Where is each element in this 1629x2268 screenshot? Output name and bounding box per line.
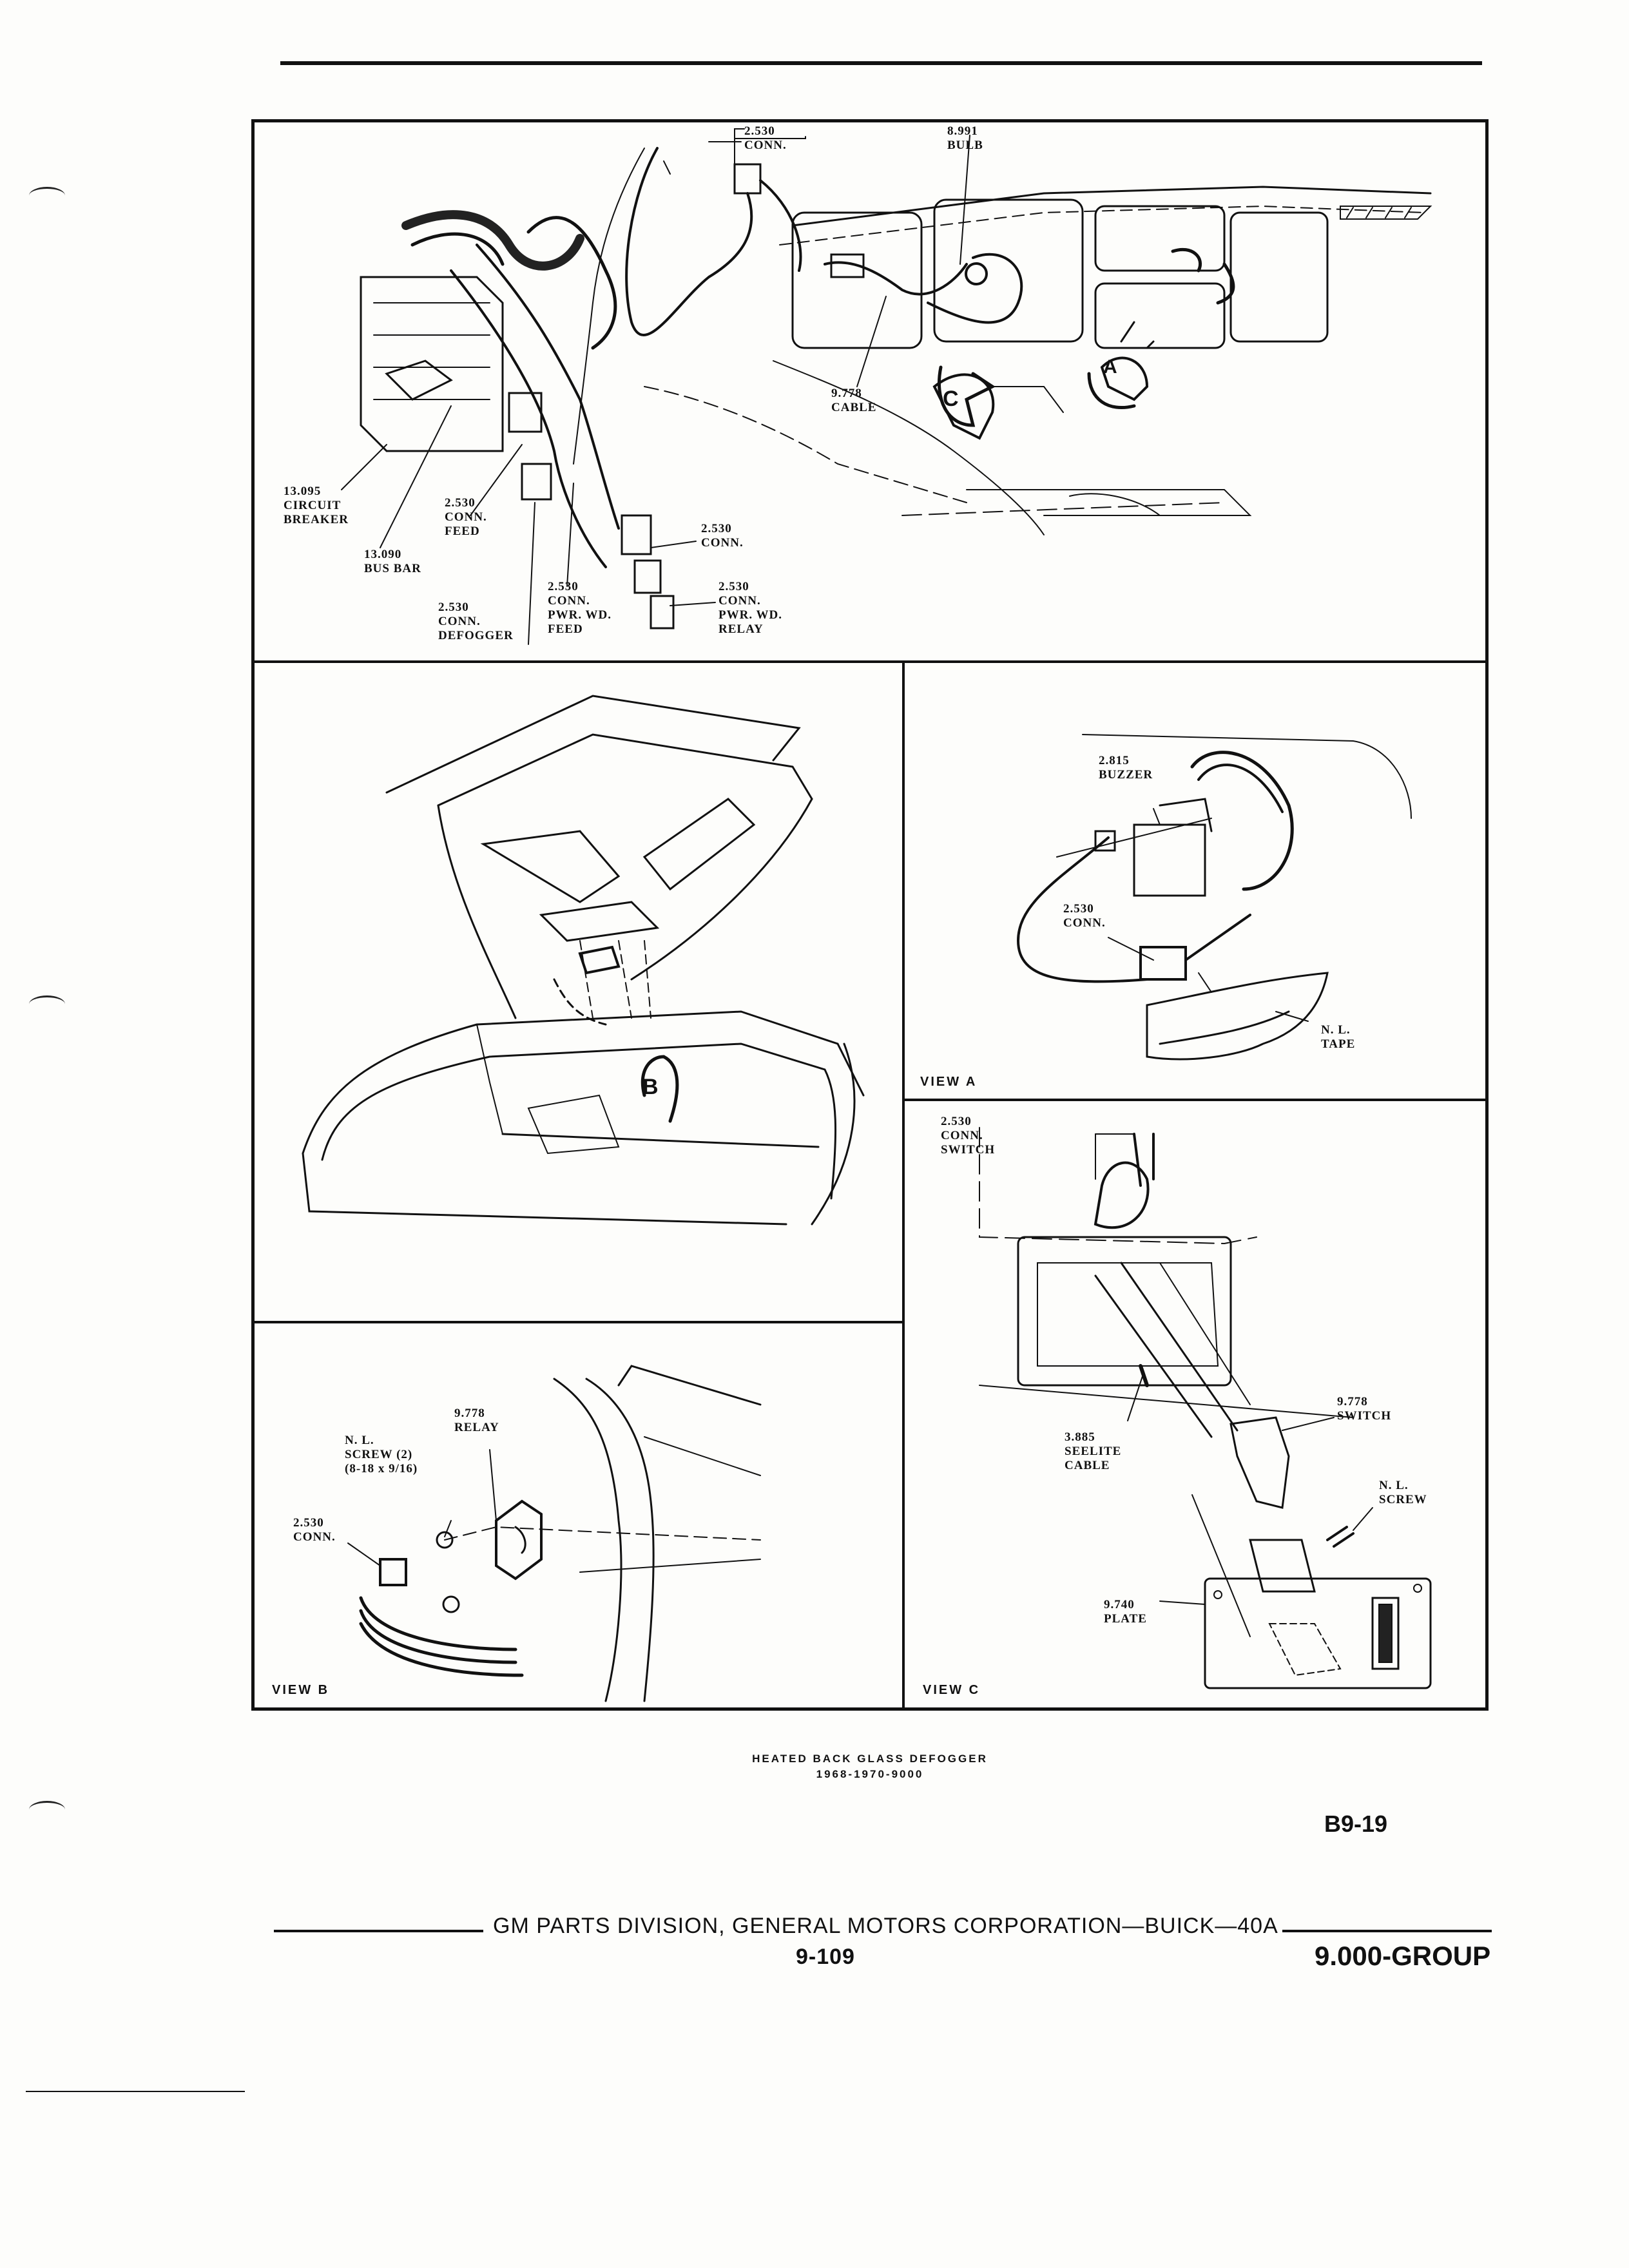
callout-c: C (943, 387, 959, 411)
label-conn-pwr-relay: 2.530 CONN. PWR. WD. RELAY (718, 580, 782, 636)
top-rule (280, 61, 1482, 65)
binder-hole-mark (29, 187, 65, 204)
callout-b: B (642, 1075, 659, 1099)
diagram-frame (251, 119, 1489, 1711)
label-seelite-cable: 3.885 SEELITE CABLE (1065, 1430, 1122, 1472)
panel-divider-h3 (251, 1321, 903, 1323)
label-cable: 9.778 CABLE (831, 387, 877, 414)
label-conn-top: 2.530 CONN. (744, 124, 787, 152)
top-panel-art (341, 128, 1432, 645)
footer-rule-left (274, 1930, 483, 1932)
callout-arrows-top (937, 365, 1136, 427)
panel-divider-h1 (251, 660, 1489, 663)
binder-hole-mark (29, 1801, 65, 1818)
label-view-b-conn: 2.530 CONN. (293, 1516, 336, 1544)
label-conn-defogger: 2.530 CONN. DEFOGGER (438, 601, 514, 642)
label-conn-right: 2.530 CONN. (701, 522, 744, 550)
panel-divider-h2 (902, 1099, 1489, 1101)
trunk-panel-art (302, 695, 865, 1225)
footer-rule-right (1282, 1930, 1492, 1932)
label-tape: N. L. TAPE (1321, 1023, 1356, 1051)
caption-years: 1968-1970-9000 (816, 1768, 924, 1780)
label-view-a-conn: 2.530 CONN. (1063, 902, 1106, 930)
label-conn-feed: 2.530 CONN. FEED (445, 496, 487, 538)
view-a-title: VIEW A (920, 1075, 978, 1089)
panel-divider-v (902, 660, 905, 1711)
view-b-title: VIEW B (272, 1683, 330, 1697)
callout-a: A (1103, 356, 1117, 378)
label-buzzer: 2.815 BUZZER (1099, 754, 1153, 782)
label-bus-bar: 13.090 BUS BAR (364, 548, 421, 575)
bottom-left-mark (26, 2091, 245, 2092)
label-circuit-breaker: 13.095 CIRCUIT BREAKER (284, 485, 349, 526)
footer-group: 9.000-GROUP (1315, 1941, 1491, 1971)
label-switch: 9.778 SWITCH (1337, 1395, 1392, 1423)
label-conn-pwr-feed: 2.530 CONN. PWR. WD. FEED (548, 580, 612, 636)
label-bulb: 8.991 BULB (947, 124, 983, 152)
footer-publisher: GM PARTS DIVISION, GENERAL MOTORS CORPOR… (493, 1914, 1278, 1938)
label-plate: 9.740 PLATE (1104, 1598, 1147, 1626)
caption-title: HEATED BACK GLASS DEFOGGER (752, 1753, 988, 1765)
label-view-b-screw: N. L. SCREW (2) (8-18 x 9/16) (345, 1434, 418, 1475)
view-a-art (1016, 734, 1412, 1061)
label-view-c-screw: N. L. SCREW (1379, 1479, 1427, 1506)
view-c-art (979, 1127, 1432, 1689)
figure-caption: HEATED BACK GLASS DEFOGGER 1968-1970-900… (644, 1753, 1095, 1781)
page-code: B9-19 (1324, 1811, 1388, 1837)
label-conn-switch: 2.530 CONN. SWITCH (941, 1115, 996, 1157)
binder-hole-mark (29, 995, 65, 1013)
footer-page-number: 9-109 (796, 1945, 855, 1969)
view-b-art (347, 1365, 762, 1702)
label-relay: 9.778 RELAY (454, 1407, 499, 1434)
view-c-title: VIEW C (923, 1683, 981, 1697)
